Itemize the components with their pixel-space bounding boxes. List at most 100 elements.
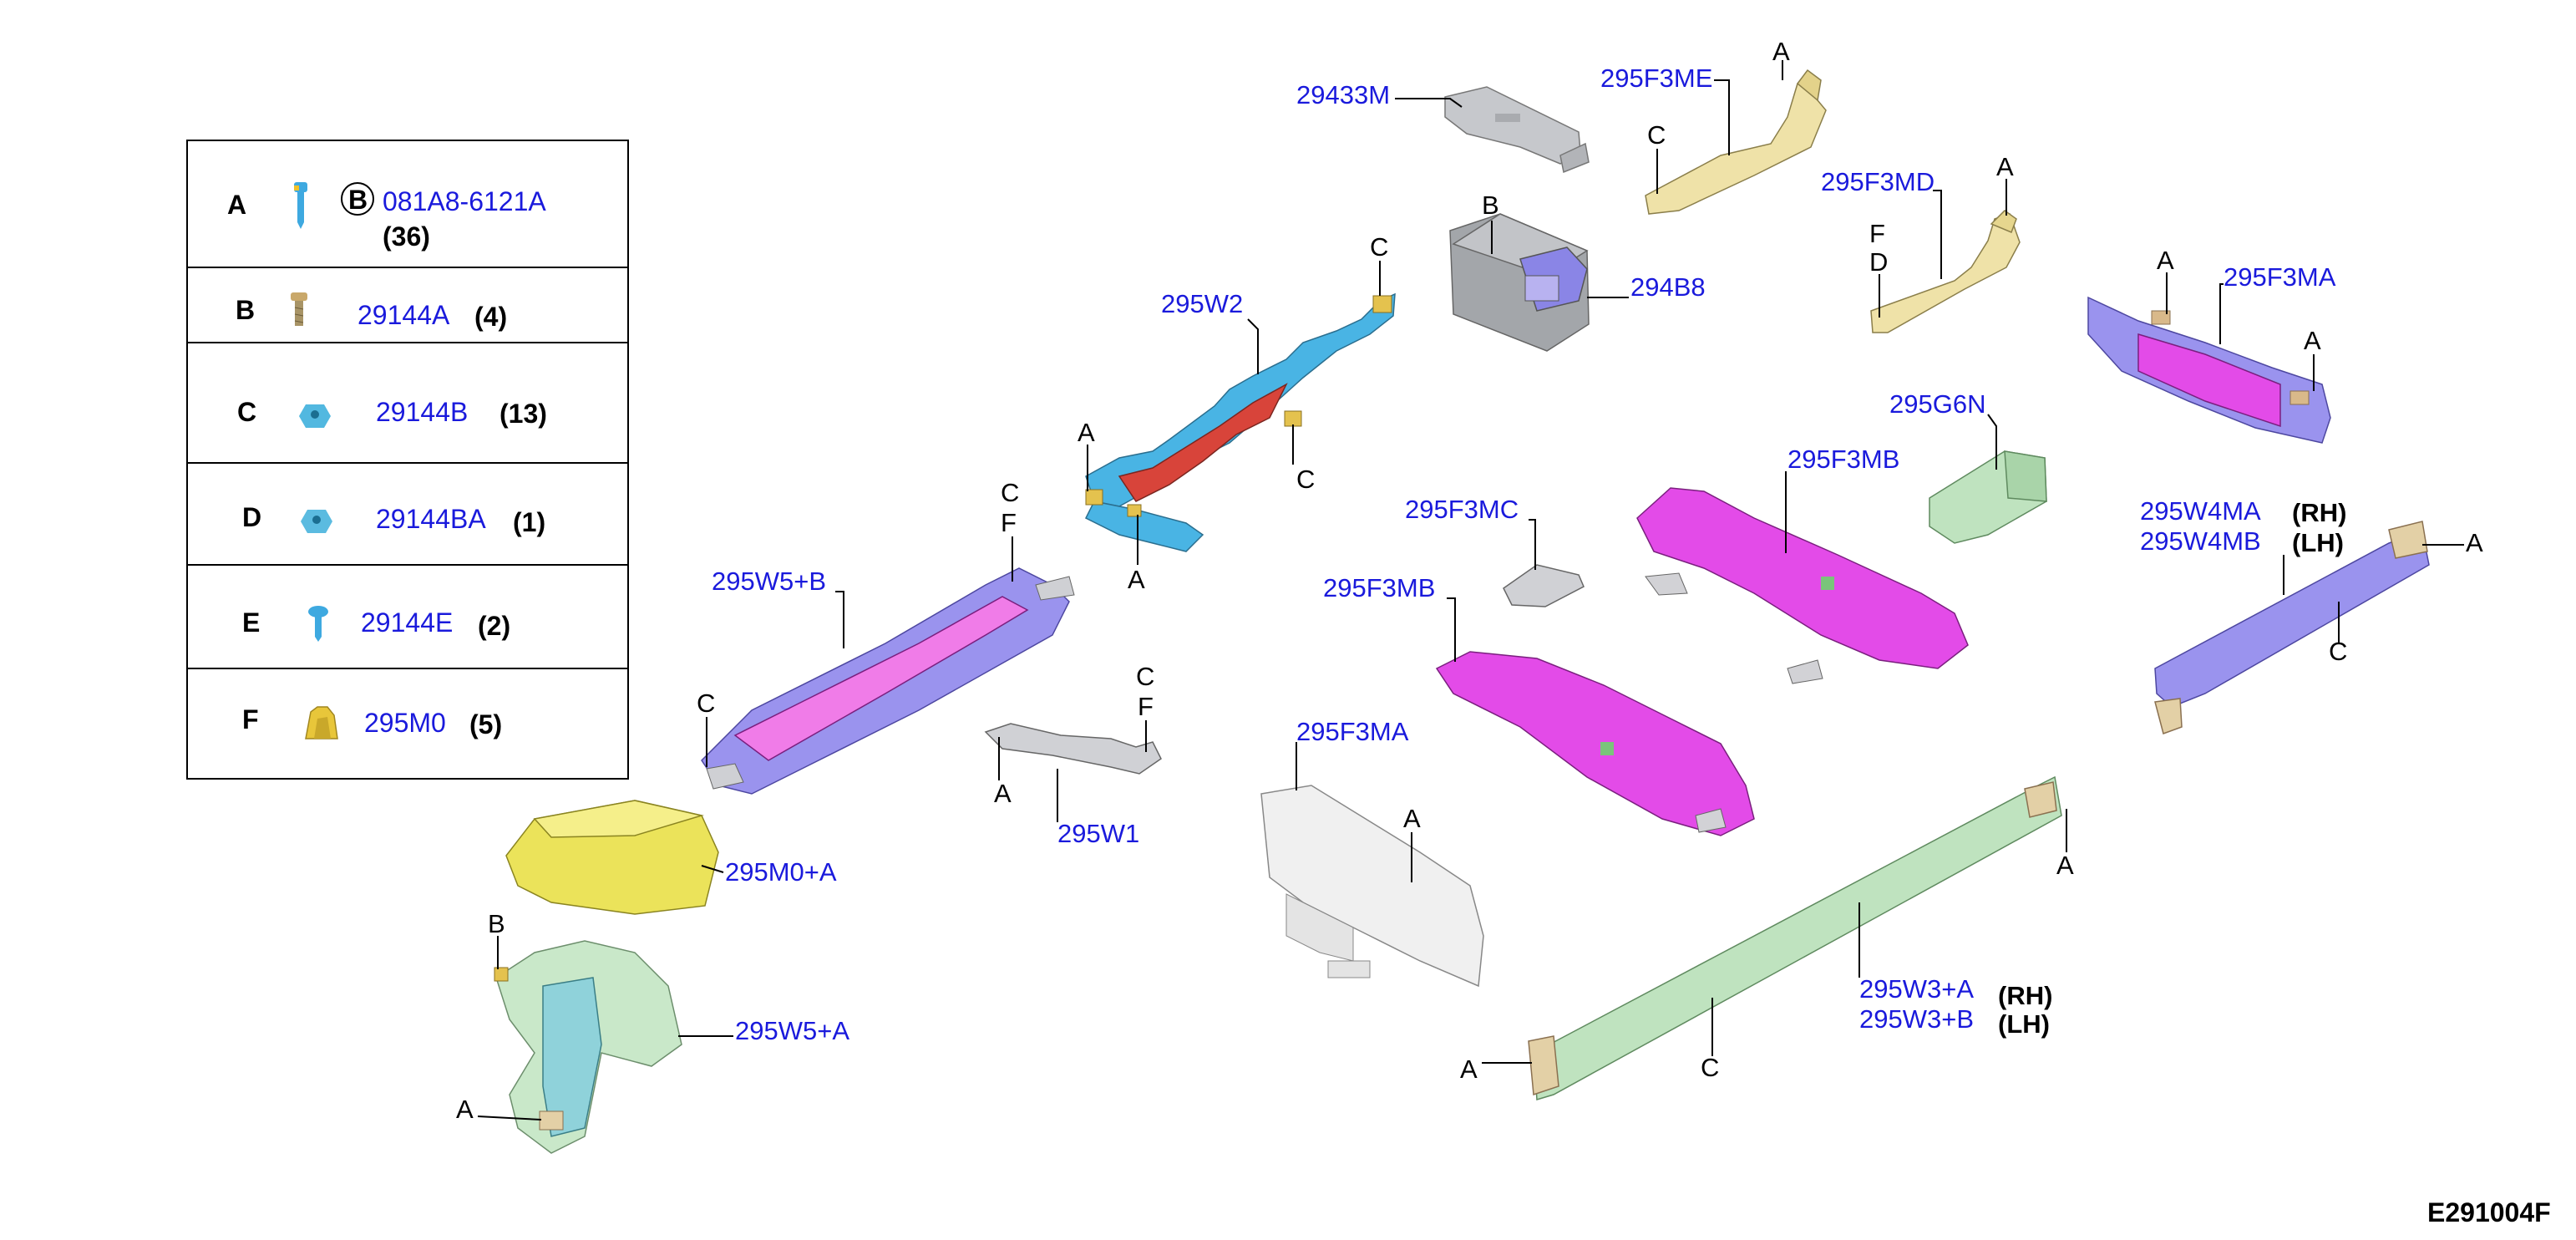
- nut-icon: [301, 510, 332, 533]
- callout-a-295F3MA-lower: A: [1403, 804, 1421, 833]
- callout-a-295F3ME: A: [1772, 37, 1790, 66]
- callout-c-295W5B-left: C: [697, 689, 715, 718]
- part-295F3MA-bracket-right: [2087, 296, 2331, 444]
- part-295W5B-tray: [701, 567, 1075, 795]
- stud-icon: [308, 606, 328, 642]
- legend-part-d: 29144BA: [376, 504, 486, 534]
- callout-a-295W1: A: [994, 779, 1012, 808]
- qualifier-lh-295W4MB: (LH): [2292, 528, 2344, 557]
- callout-b-295W5A: B: [488, 909, 505, 938]
- label-295W4MB: 295W4MB: [2140, 526, 2261, 556]
- legend-key-f: F: [242, 704, 259, 734]
- part-295G6N-block: [1929, 450, 2047, 544]
- part-295W1-bracket: [984, 723, 1162, 775]
- label-295M0A: 295M0+A: [725, 857, 837, 887]
- label-295F3MB-upper: 295F3MB: [1787, 445, 1899, 474]
- legend-part-e: 29144E: [361, 607, 453, 638]
- callout-f-295F3MD: F: [1869, 219, 1885, 248]
- bolt-icon: [294, 182, 307, 229]
- label-294B8: 294B8: [1630, 272, 1706, 302]
- callout-c-295F3ME: C: [1647, 120, 1666, 150]
- legend-row-b: B 29144A (4): [236, 292, 507, 332]
- callout-a-295F3MD: A: [1996, 152, 2014, 181]
- legend-qty-a: (36): [383, 221, 430, 252]
- label-295W3A: 295W3+A: [1859, 974, 1974, 1004]
- callout-c-295W2-mid: C: [1296, 465, 1315, 494]
- callout-a-295W3-right: A: [2056, 851, 2074, 880]
- qualifier-lh-295W3B: (LH): [1998, 1009, 2050, 1039]
- label-295W5B: 295W5+B: [712, 567, 826, 596]
- screw-icon: [291, 292, 307, 326]
- legend-row-f: F 295M0 (5): [242, 704, 502, 739]
- part-295W4-rail: [2154, 521, 2430, 734]
- label-29433M: 29433M: [1296, 80, 1390, 109]
- legend-qty-b: (4): [474, 302, 507, 332]
- callout-a-295W5A: A: [456, 1095, 474, 1124]
- qualifier-rh-295W3A: (RH): [1998, 981, 2052, 1010]
- label-295F3ME: 295F3ME: [1600, 64, 1712, 93]
- legend-qty-f: (5): [469, 709, 502, 739]
- part-295M0A-cover: [505, 800, 719, 915]
- legend-row-c: C 29144B (13): [237, 397, 547, 429]
- part-295F3MC-bracket: [1503, 564, 1585, 607]
- callout-a-295F3MA-right-1: A: [2157, 246, 2174, 275]
- callout-a-295W2-top: A: [1078, 418, 1095, 447]
- legend-row-e: E 29144E (2): [242, 606, 510, 642]
- callout-c-295W5B: C: [1001, 478, 1019, 507]
- callout-c-295W3: C: [1701, 1053, 1719, 1082]
- legend-part-c: 29144B: [376, 397, 468, 427]
- label-295F3MD: 295F3MD: [1821, 167, 1935, 196]
- part-295F3MB-bracket-lower: [1435, 651, 1755, 836]
- label-295F3MC: 295F3MC: [1405, 495, 1519, 524]
- fastener-legend-table: A B 081A8-6121A (36) B 29144A (4: [186, 140, 629, 780]
- label-295F3MA-right: 295F3MA: [2224, 262, 2336, 292]
- callout-a-295F3MA-right-2: A: [2304, 326, 2321, 355]
- label-295W3B: 295W3+B: [1859, 1004, 1974, 1034]
- nut-icon: [299, 404, 331, 428]
- part-295W3-rail: [1528, 775, 2062, 1100]
- part-295F3MB-bracket-upper: [1636, 487, 1969, 684]
- legend-key-a: A: [227, 190, 246, 220]
- legend-row-a: A B 081A8-6121A (36): [227, 182, 546, 252]
- legend-part-a: 081A8-6121A: [383, 186, 546, 216]
- part-294B8-box: [1449, 213, 1590, 352]
- callout-c-295W1: C: [1136, 662, 1154, 691]
- part-295W5A-block: [494, 940, 682, 1154]
- label-295W5A: 295W5+A: [735, 1016, 849, 1045]
- part-295F3ME-bracket: [1645, 69, 1827, 215]
- label-295G6N: 295G6N: [1889, 389, 1985, 419]
- legend-part-b: 29144A: [357, 300, 450, 330]
- callout-a-295W2-bottom: A: [1128, 565, 1145, 594]
- callout-a-295W3-left: A: [1460, 1055, 1478, 1084]
- legend-row-d: D 29144BA (1): [242, 502, 545, 537]
- label-295W1: 295W1: [1057, 819, 1139, 848]
- label-295F3MA-lower: 295F3MA: [1296, 717, 1409, 746]
- qualifier-rh-295W4MA: (RH): [2292, 498, 2346, 527]
- legend-qty-d: (1): [513, 507, 545, 537]
- legend-key-e: E: [242, 607, 260, 638]
- label-295F3MB-lower: 295F3MB: [1323, 573, 1435, 602]
- callout-a-295W4: A: [2466, 528, 2483, 557]
- legend-part-f: 295M0: [364, 708, 446, 738]
- callout-c-295W2-top: C: [1370, 232, 1388, 262]
- part-29433M-bracket: [1444, 86, 1590, 174]
- legend-symbol: B: [348, 185, 368, 215]
- label-295W2: 295W2: [1161, 289, 1243, 318]
- callout-f-295W5B: F: [1001, 508, 1017, 537]
- part-295F3MA-frame-lower: [1260, 785, 1484, 988]
- legend-qty-e: (2): [478, 611, 510, 641]
- label-295W4MA: 295W4MA: [2140, 496, 2261, 526]
- callout-b-294B8: B: [1482, 191, 1499, 220]
- callout-c-295W4: C: [2329, 637, 2347, 666]
- legend-key-c: C: [237, 397, 256, 427]
- symbol-circle-icon: [341, 182, 374, 216]
- clip-icon: [305, 706, 338, 739]
- part-295F3MD-bracket: [1870, 210, 2021, 333]
- callout-d-295F3MD: D: [1869, 247, 1888, 277]
- figure-code: E291004F: [2427, 1197, 2551, 1227]
- legend-qty-c: (13): [499, 399, 547, 429]
- callout-f-295W1: F: [1138, 692, 1154, 721]
- legend-key-b: B: [236, 295, 255, 325]
- legend-key-d: D: [242, 502, 261, 532]
